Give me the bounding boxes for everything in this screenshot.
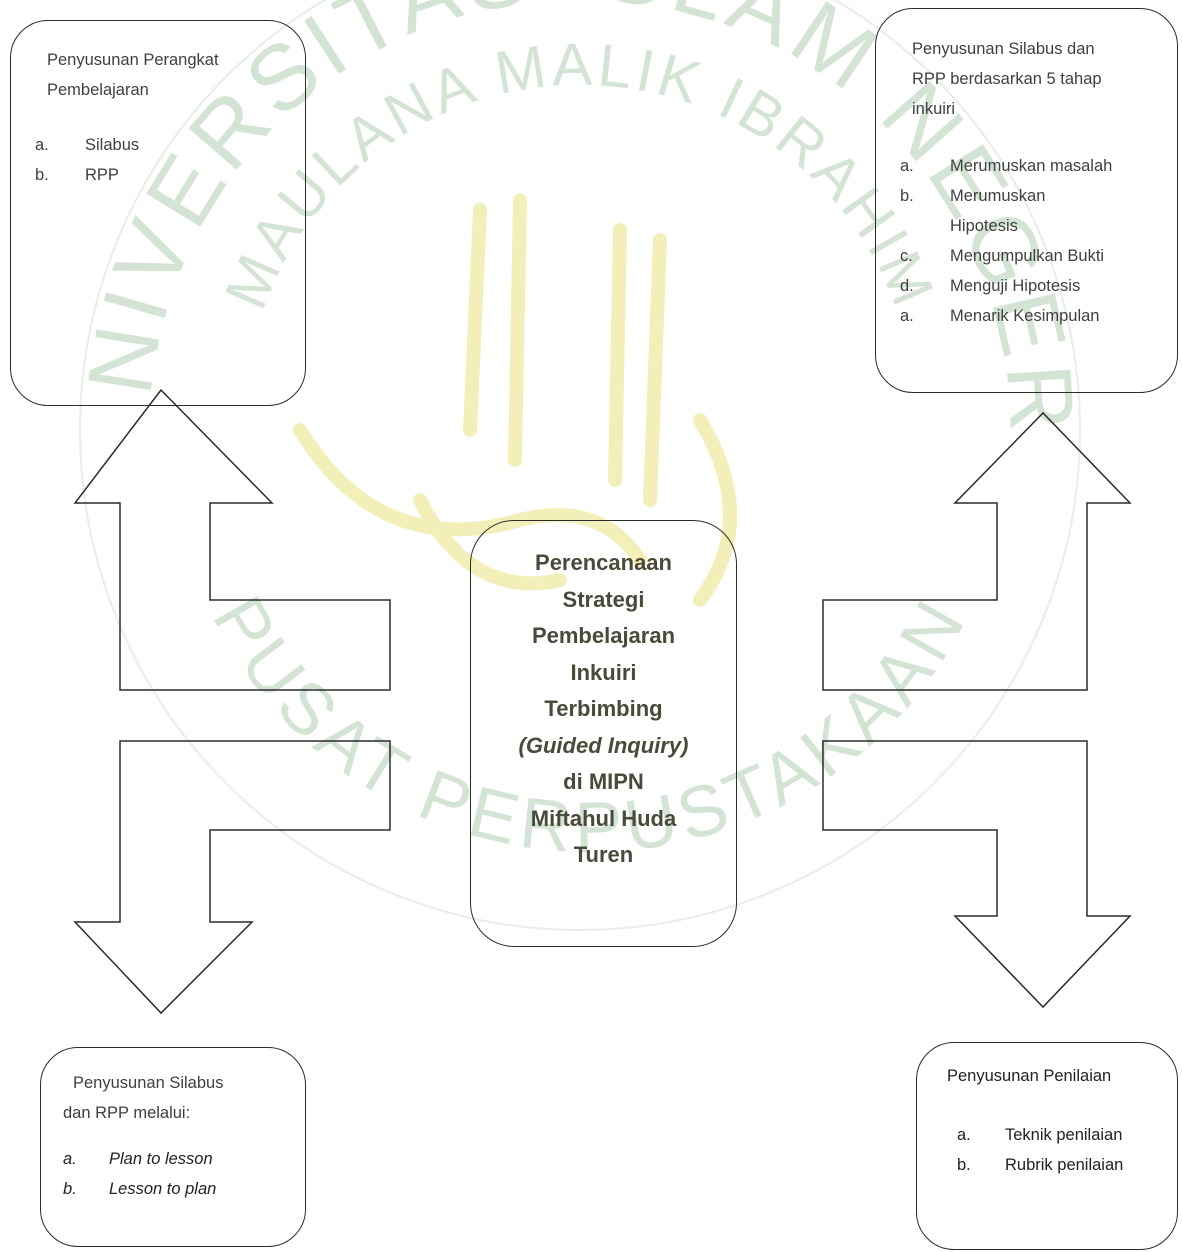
box-title: Penyusunan Silabus dan RPP berdasarkan 5…: [912, 34, 1172, 124]
watermark-emblem: [79, 0, 1081, 931]
center-line: Miftahul Huda: [530, 805, 677, 831]
title-line: Penyusunan Silabus dan: [912, 40, 1095, 58]
list-item: c. Mengumpulkan Bukti: [900, 241, 1112, 271]
box-perangkat-pembelajaran: Penyusunan Perangkat Pembelajaran a. Sila…: [10, 20, 306, 406]
center-line: Terbimbing: [544, 696, 663, 721]
list-text: Menguji Hipotesis: [950, 277, 1081, 295]
box-plan-lesson: Penyusunan Silabus dan RPP melalui: a. Pl…: [40, 1047, 306, 1247]
list-item: Hipotesis: [900, 211, 1112, 241]
arrow-up-left: [73, 388, 391, 691]
list-item: d. Menguji Hipotesis: [900, 271, 1112, 301]
list-marker: b.: [900, 187, 914, 205]
list-marker: a.: [63, 1150, 77, 1168]
list-text: Hipotesis: [950, 217, 1018, 235]
box-center-title: Perencanaan Strategi Pembelajaran Inkuir…: [470, 520, 737, 947]
center-line: Pembelajaran: [531, 623, 676, 648]
box-tahap-inkuiri: Penyusunan Silabus dan RPP berdasarkan 5…: [875, 8, 1178, 393]
item-list: a. Merumuskan masalah b. Merumuskan Hipote…: [900, 151, 1112, 331]
center-line: di MIPN: [563, 769, 644, 794]
list-text: RPP: [85, 166, 119, 184]
center-line: Perencanaan: [535, 550, 672, 575]
center-line: (Guided Inquiry): [518, 732, 689, 758]
title-line: Penyusunan Perangkat: [47, 51, 219, 69]
title-line: Penyusunan Penilaian: [947, 1067, 1112, 1085]
list-item: a. Silabus: [35, 130, 139, 160]
box-title: Penyusunan Perangkat Pembelajaran: [47, 45, 297, 105]
list-item: b. RPP: [35, 160, 139, 190]
list-text: Mengumpulkan Bukti: [950, 247, 1105, 265]
item-list: a. Plan to lesson b. Lesson to plan: [63, 1144, 216, 1204]
item-list: a. Silabus b. RPP: [35, 130, 139, 190]
list-marker: a.: [900, 157, 914, 175]
list-text: Teknik penilaian: [1005, 1126, 1123, 1144]
list-item: b. Rubrik penilaian: [957, 1150, 1123, 1180]
list-text: Merumuskan: [950, 187, 1046, 205]
arrow-up-right: [822, 411, 1132, 691]
list-item: a. Merumuskan masalah: [900, 151, 1112, 181]
box-title: Penyusunan Silabus dan RPP melalui:: [63, 1068, 293, 1128]
arrow-down-right: [822, 740, 1132, 1009]
list-marker: d.: [900, 277, 914, 295]
list-marker: a.: [900, 307, 914, 325]
watermark-calligraphy: [293, 193, 737, 607]
center-line: Inkuiri: [570, 659, 637, 685]
list-item: a. Menarik Kesimpulan: [900, 301, 1112, 331]
list-text: Silabus: [85, 136, 140, 154]
list-item: a. Plan to lesson: [63, 1144, 216, 1174]
title-line: Pembelajaran: [47, 81, 149, 99]
arrow-down-left: [73, 740, 391, 1015]
list-text: Merumuskan masalah: [950, 157, 1113, 175]
center-line: Strategi: [562, 586, 645, 612]
center-title: Perencanaan Strategi Pembelajaran Inkuir…: [471, 545, 736, 874]
title-line: dan RPP melalui:: [63, 1104, 191, 1122]
list-marker: a.: [957, 1126, 971, 1144]
box-title: Penyusunan Penilaian: [947, 1061, 1172, 1091]
title-line: Penyusunan Silabus: [73, 1074, 224, 1092]
list-item: b. Lesson to plan: [63, 1174, 216, 1204]
list-marker: [900, 211, 950, 241]
title-line: inkuiri: [912, 100, 956, 118]
list-marker: b.: [35, 166, 49, 184]
list-item: a. Teknik penilaian: [957, 1120, 1123, 1150]
list-text: Menarik Kesimpulan: [950, 307, 1100, 325]
list-text: Lesson to plan: [109, 1180, 217, 1198]
list-marker: b.: [63, 1180, 77, 1198]
list-text: Plan to lesson: [109, 1150, 213, 1168]
center-line: Turen: [573, 842, 634, 867]
item-list: a. Teknik penilaian b. Rubrik penilaian: [957, 1120, 1123, 1180]
list-text: Rubrik penilaian: [1005, 1156, 1124, 1174]
list-marker: b.: [957, 1156, 971, 1174]
box-penilaian: Penyusunan Penilaian a. Teknik penilaian …: [916, 1042, 1178, 1250]
list-item: b. Merumuskan: [900, 181, 1112, 211]
title-line: RPP berdasarkan 5 tahap: [912, 70, 1102, 88]
list-marker: c.: [900, 247, 913, 265]
list-marker: a.: [35, 136, 49, 154]
